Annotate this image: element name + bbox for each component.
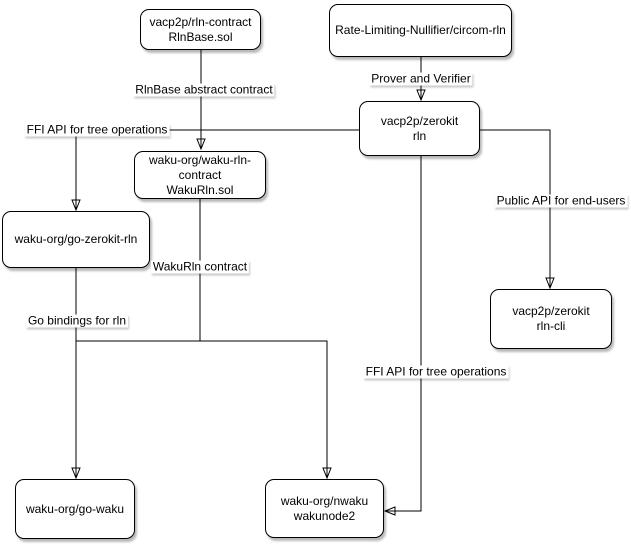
node-waku-org-go-zerokit-rln: waku-org/go-zerokit-rln <box>2 211 150 268</box>
edge-label-go-bindings-for-rln: Go bindings for rln <box>25 313 129 328</box>
node-vacp2p-rln-contract: vacp2p/rln-contract RlnBase.sol <box>140 9 261 50</box>
edge-zerokitrln-to-rlncli <box>480 129 550 288</box>
node-waku-org-nwaku-wakunode2: waku-org/nwaku wakunode2 <box>265 479 384 538</box>
edge-label-public-api-end-users: Public API for end-users <box>494 193 628 208</box>
edge-zerokitrln-to-nwaku <box>385 156 422 511</box>
node-waku-org-go-waku: waku-org/go-waku <box>15 479 135 539</box>
node-rate-limiting-nullifier-circom-rln: Rate-Limiting-Nullifier/circom-rln <box>329 4 512 57</box>
edge-label-prover-and-verifier: Prover and Verifier <box>369 71 473 86</box>
edge-label-ffi-api-tree-operations-left: FFI API for tree operations <box>24 122 170 137</box>
edge-label-ffi-api-tree-operations-right: FFI API for tree operations <box>363 364 509 379</box>
node-vacp2p-zerokit-rln: vacp2p/zerokit rln <box>359 101 480 156</box>
edge-label-wakurln-contract: WakuRln contract <box>150 259 250 274</box>
edge-wakurlncontract-to-nwaku <box>200 340 327 478</box>
edge-label-rlnbase-abstract-contract: RlnBase abstract contract <box>133 82 275 97</box>
node-waku-org-waku-rln-contract: waku-org/waku-rln- contract WakuRln.sol <box>134 151 266 199</box>
node-vacp2p-zerokit-rln-cli: vacp2p/zerokit rln-cli <box>490 289 612 349</box>
